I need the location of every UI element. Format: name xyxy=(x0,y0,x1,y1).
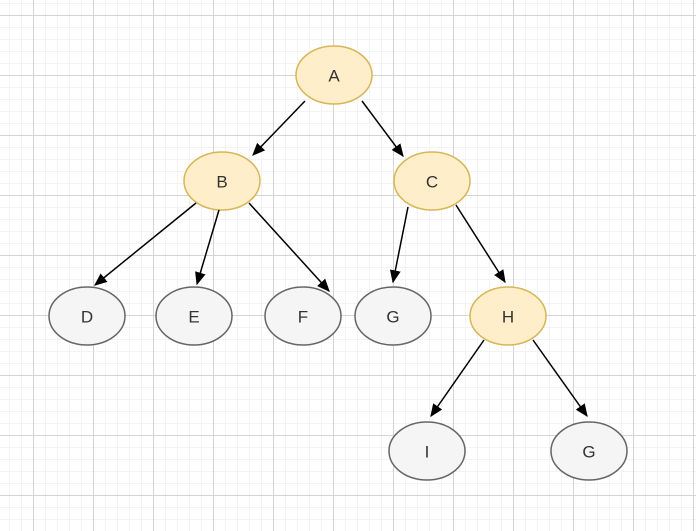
edge-A-C[interactable] xyxy=(361,100,404,158)
node-D[interactable]: D xyxy=(48,286,126,346)
node-G1[interactable]: G xyxy=(354,286,432,346)
nodes-layer: A B C D E F G H I G xyxy=(48,45,628,481)
node-A[interactable]: A xyxy=(295,45,373,105)
node-ellipse xyxy=(183,151,261,211)
node-ellipse xyxy=(48,286,126,346)
node-ellipse xyxy=(469,286,547,346)
node-E[interactable]: E xyxy=(155,286,233,346)
edge-C-G1[interactable] xyxy=(389,206,409,284)
node-ellipse xyxy=(354,286,432,346)
edge-B-D[interactable] xyxy=(93,202,197,286)
node-C[interactable]: C xyxy=(393,151,471,211)
node-label: C xyxy=(426,173,438,192)
node-ellipse xyxy=(550,421,628,481)
node-label: G xyxy=(582,443,595,462)
node-label: F xyxy=(298,308,308,327)
node-ellipse xyxy=(155,286,233,346)
node-I[interactable]: I xyxy=(388,421,466,481)
node-label: D xyxy=(81,308,93,327)
edges-layer xyxy=(93,100,588,418)
node-label: A xyxy=(328,67,340,86)
edge-H-I[interactable] xyxy=(430,339,485,418)
node-G2[interactable]: G xyxy=(550,421,628,481)
node-label: I xyxy=(425,443,430,462)
node-F[interactable]: F xyxy=(264,286,342,346)
node-label: B xyxy=(216,173,227,192)
node-H[interactable]: H xyxy=(469,286,547,346)
edge-A-B[interactable] xyxy=(252,100,306,156)
node-label: G xyxy=(386,308,399,327)
node-B[interactable]: B xyxy=(183,151,261,211)
node-ellipse xyxy=(393,151,471,211)
edge-C-H[interactable] xyxy=(455,204,506,284)
node-ellipse xyxy=(388,421,466,481)
node-ellipse xyxy=(264,286,342,346)
edge-B-F[interactable] xyxy=(248,202,330,292)
node-label: E xyxy=(188,308,199,327)
node-label: H xyxy=(502,308,514,327)
node-ellipse xyxy=(295,45,373,105)
edge-H-G2[interactable] xyxy=(532,339,588,418)
edge-B-E[interactable] xyxy=(195,209,220,286)
